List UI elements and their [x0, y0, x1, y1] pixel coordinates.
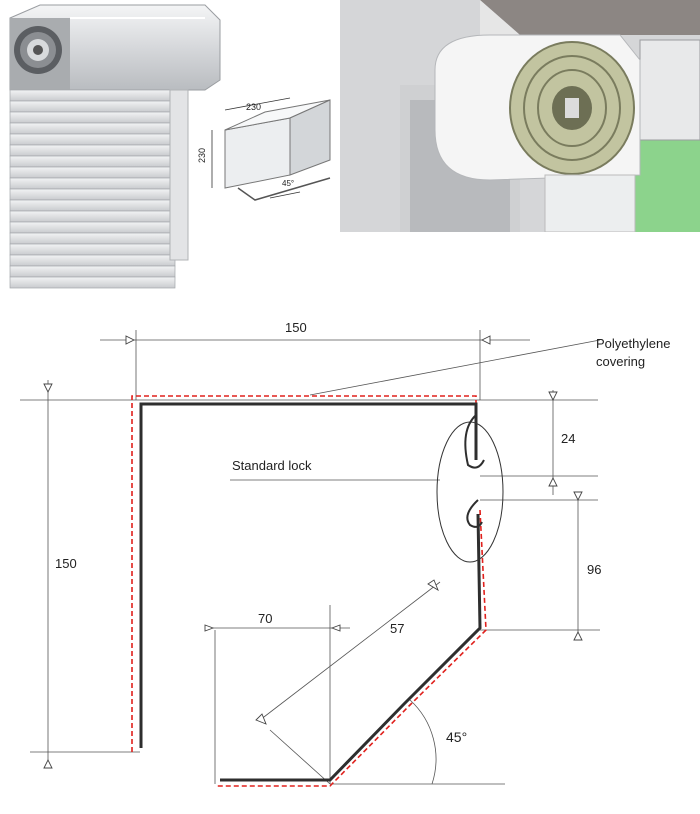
profile-lower-outline [220, 513, 482, 782]
shutter-slat [9, 122, 176, 135]
profile-upper-outline [139, 402, 478, 748]
shutter-slat [9, 188, 176, 201]
shutter-slat [9, 111, 176, 124]
shutter-slat [9, 265, 176, 278]
shutter-slat [9, 276, 176, 289]
dim-bottom-width: 70 [258, 611, 272, 626]
box-height-label: 230 [197, 148, 207, 163]
shutter-slat [9, 221, 176, 234]
shutter-slat [9, 155, 176, 168]
dim-lower-right-height: 96 [587, 562, 601, 577]
shutter-slat [9, 254, 176, 267]
technical-profile-drawing: 150 150 24 96 70 57 45° Polyethylene cov… [0, 300, 700, 814]
lock-hook-lower [466, 499, 483, 528]
shutter-slat [9, 243, 176, 256]
dim-angle: 45° [446, 729, 467, 745]
profile-drawing-svg: 150 150 24 96 70 57 45° Polyethylene cov… [20, 320, 674, 787]
polyethylene-covering-label: Polyethylene covering [596, 336, 674, 369]
shutter-curtain [9, 89, 176, 289]
ceiling-slab [480, 0, 700, 35]
covering-label-line2: covering [596, 354, 645, 369]
shutter-slat [9, 133, 176, 146]
shutter-slat [9, 100, 176, 113]
dim-left-height: 150 [55, 556, 77, 571]
shutter-slat [9, 210, 176, 223]
polyethylene-covering-line [131, 395, 487, 787]
shutter-slat [9, 166, 176, 179]
dim-top-width: 150 [285, 320, 307, 335]
lock-hook-upper [464, 414, 485, 469]
cutaway-svg [340, 0, 700, 232]
shutter-product-illustration: 230 230 45° [0, 0, 340, 300]
dimension-arrows [43, 335, 583, 769]
covering-label-line1: Polyethylene [596, 336, 670, 351]
dimension-lines [20, 330, 601, 785]
shutter-illustration-svg: 230 230 45° [9, 4, 331, 289]
shutter-slat [9, 177, 176, 190]
standard-lock-ellipse [436, 421, 504, 563]
standard-lock-label: Standard lock [232, 458, 312, 473]
installed-box-cutaway-photo [340, 0, 700, 232]
box-angle-label: 45° [282, 179, 294, 188]
side-guide-rail [169, 89, 189, 261]
shutter-slat [9, 144, 176, 157]
dim-upper-right-height: 24 [561, 431, 575, 446]
shutter-slat [9, 199, 176, 212]
box-width-label: 230 [246, 102, 261, 112]
shutter-slat [9, 232, 176, 245]
shutter-housing [9, 4, 221, 91]
box-dimension-sketch: 230 230 45° [197, 97, 331, 201]
shutter-slat [9, 89, 176, 102]
dim-diagonal-length: 57 [390, 621, 404, 636]
